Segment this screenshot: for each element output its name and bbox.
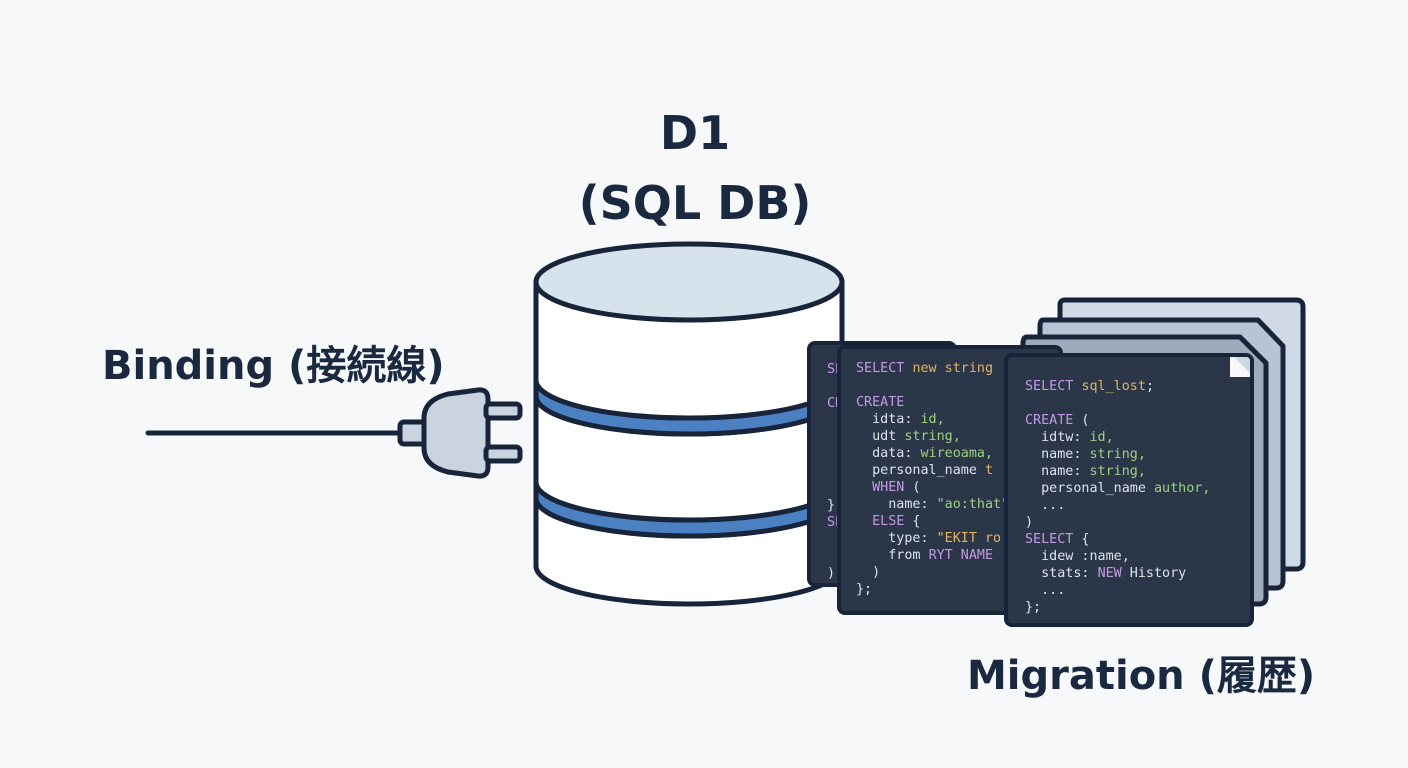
code-token: History	[1121, 566, 1187, 581]
code-token: string,	[1089, 447, 1146, 462]
code-token: };	[1025, 600, 1042, 615]
code-token: idtw:	[1025, 430, 1090, 445]
code-token: name:	[1025, 464, 1090, 479]
code-line: ...	[1025, 583, 1065, 598]
code-line: personal_name author,	[1025, 481, 1210, 496]
plug-prong-top	[483, 401, 523, 421]
code-token: string,	[904, 429, 961, 444]
code-token: string,	[1089, 464, 1146, 479]
plug-body	[421, 387, 491, 479]
code-line: SELECT new string	[856, 361, 993, 376]
diagram-title-line-2: (SQL DB)	[578, 176, 812, 230]
code-line: stats: NEW History	[1025, 566, 1186, 581]
code-token: ...	[1025, 583, 1066, 598]
code-token: author,	[1154, 481, 1211, 496]
power-plug-icon	[145, 387, 523, 479]
code-token: type:	[856, 531, 937, 546]
code-token: personal_name	[1025, 481, 1154, 496]
code-token: udt	[856, 429, 905, 444]
code-token: CREATE	[1025, 413, 1074, 428]
code-token: (	[1073, 413, 1090, 428]
code-line: name: "ao:that"	[856, 497, 1009, 512]
code-token: {	[904, 514, 921, 529]
code-token: }	[827, 498, 836, 513]
code-token: NEW	[1097, 566, 1122, 581]
binding-label: Binding (接続線)	[102, 343, 445, 389]
code-line: name: string,	[1025, 464, 1146, 479]
code-line: type: "EKIT ro	[856, 531, 1001, 546]
code-line: };	[1025, 600, 1041, 615]
code-token: new string	[912, 361, 994, 376]
code-token: personal_name	[856, 463, 985, 478]
plug-prong-bottom	[483, 444, 523, 464]
diagram-title-line-1: D1	[659, 106, 731, 160]
code-line: data: wireoama,	[856, 446, 993, 461]
code-snippet: SELECT sql_lost; CREATE ( idtw: id, name…	[1025, 378, 1210, 616]
migration-label: Migration (履歴)	[967, 653, 1316, 699]
code-line: ...	[1025, 498, 1065, 513]
code-token: SELECT	[856, 361, 913, 376]
code-token: t	[985, 463, 994, 478]
code-token: CREATE	[856, 395, 905, 410]
code-token: };	[856, 582, 873, 597]
code-token: ELSE	[856, 514, 905, 529]
code-token: name:	[856, 497, 937, 512]
code-line: )	[1025, 515, 1033, 530]
code-token: )	[1025, 515, 1034, 530]
code-snippet: SELECT new string CREATE idta: id, udt s…	[856, 360, 1009, 598]
code-line: CREATE (	[1025, 413, 1090, 428]
code-line: )	[827, 566, 835, 581]
code-line: personal_name t	[856, 463, 993, 478]
code-token: SELECT	[1025, 379, 1082, 394]
db-lid	[533, 241, 845, 323]
page-fold-icon	[1230, 357, 1250, 377]
code-token: RYT NAME	[928, 548, 994, 563]
code-token: wireoama,	[920, 446, 994, 461]
code-token: WHEN	[856, 480, 905, 495]
code-token: id,	[920, 412, 945, 427]
code-token: (	[904, 480, 921, 495]
code-line: ELSE {	[856, 514, 921, 529]
code-line: SELECT {	[1025, 532, 1090, 547]
code-line: CREATE	[856, 395, 904, 410]
code-token: idew :name,	[1025, 549, 1130, 564]
code-token: data:	[856, 446, 921, 461]
code-token: "ao:that"	[936, 497, 1010, 512]
code-line: idtw: id,	[1025, 430, 1114, 445]
code-token: {	[1073, 532, 1090, 547]
code-token: stats:	[1025, 566, 1098, 581]
code-line: };	[856, 582, 872, 597]
code-token: idta:	[856, 412, 921, 427]
code-line: }	[827, 498, 835, 513]
code-line: SELECT sql_lost;	[1025, 379, 1154, 394]
code-token: )	[827, 566, 836, 581]
code-token: SELECT	[1025, 532, 1074, 547]
code-token: from	[856, 548, 929, 563]
code-line: )	[856, 565, 880, 580]
code-token: id,	[1089, 430, 1114, 445]
code-token: ;	[1145, 379, 1154, 394]
code-line: idta: id,	[856, 412, 945, 427]
code-line: udt string,	[856, 429, 961, 444]
code-line: idew :name,	[1025, 549, 1130, 564]
code-token: ...	[1025, 498, 1066, 513]
code-token: name:	[1025, 447, 1090, 462]
code-line: from RYT NAME	[856, 548, 993, 563]
code-document-right: SELECT sql_lost; CREATE ( idtw: id, name…	[1004, 353, 1254, 627]
code-token: "EKIT ro	[936, 531, 1002, 546]
database-cylinder-icon	[533, 241, 845, 607]
code-token: )	[856, 565, 881, 580]
code-token: sql_lost	[1081, 379, 1146, 394]
code-line: WHEN (	[856, 480, 921, 495]
code-line: name: string,	[1025, 447, 1146, 462]
